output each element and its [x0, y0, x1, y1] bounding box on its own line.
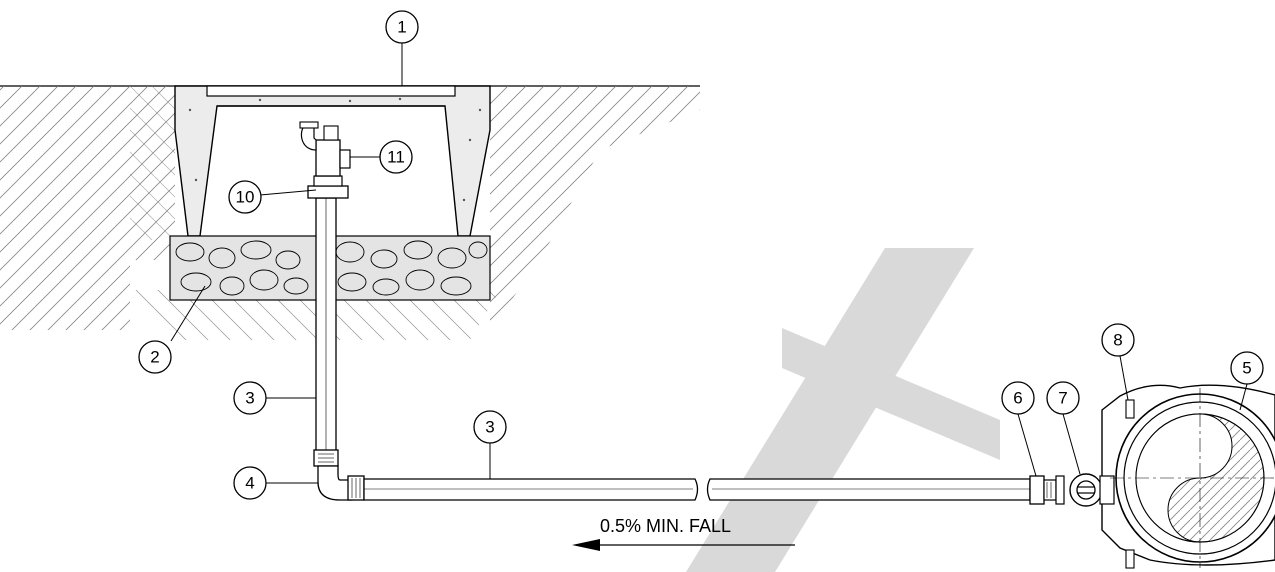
- callout-1: 1: [385, 10, 419, 44]
- callout-5: 5: [1230, 351, 1264, 385]
- callout-8: 8: [1101, 323, 1135, 357]
- horizontal-pipe: [363, 478, 1031, 501]
- elbow-fitting: [313, 449, 365, 501]
- svg-text:2: 2: [150, 348, 159, 367]
- fall-indicator: 0.5% MIN. FALL: [572, 516, 795, 551]
- callouts: 1 2 3 3 4 5 6 7 8 10 11: [138, 10, 1264, 500]
- callout-3-riser: 3: [233, 381, 267, 415]
- callout-11: 11: [379, 140, 413, 174]
- water-main: [1099, 384, 1275, 569]
- svg-text:1: 1: [397, 18, 406, 37]
- callout-6: 6: [1001, 381, 1035, 415]
- callout-2: 2: [138, 340, 172, 374]
- svg-text:11: 11: [387, 148, 405, 167]
- leader-lines: [170, 43, 1248, 484]
- svg-text:10: 10: [236, 188, 255, 207]
- earth-hatching: [0, 86, 700, 340]
- svg-text:4: 4: [245, 474, 254, 493]
- callout-10: 10: [228, 180, 262, 214]
- valve-assembly: [299, 121, 351, 199]
- svg-text:8: 8: [1113, 331, 1122, 350]
- callout-4: 4: [233, 466, 267, 500]
- valve-box: [174, 85, 491, 237]
- svg-text:7: 7: [1058, 389, 1067, 408]
- svg-text:6: 6: [1013, 389, 1022, 408]
- fall-label: 0.5% MIN. FALL: [600, 516, 731, 536]
- callout-3-horizontal: 3: [473, 410, 507, 444]
- riser-pipe: [315, 197, 337, 455]
- svg-text:3: 3: [485, 418, 494, 437]
- svg-text:3: 3: [245, 389, 254, 408]
- watermark: [686, 248, 1000, 572]
- callout-7: 7: [1046, 381, 1080, 415]
- saddle-fittings: [1029, 473, 1103, 507]
- svg-text:5: 5: [1242, 359, 1251, 378]
